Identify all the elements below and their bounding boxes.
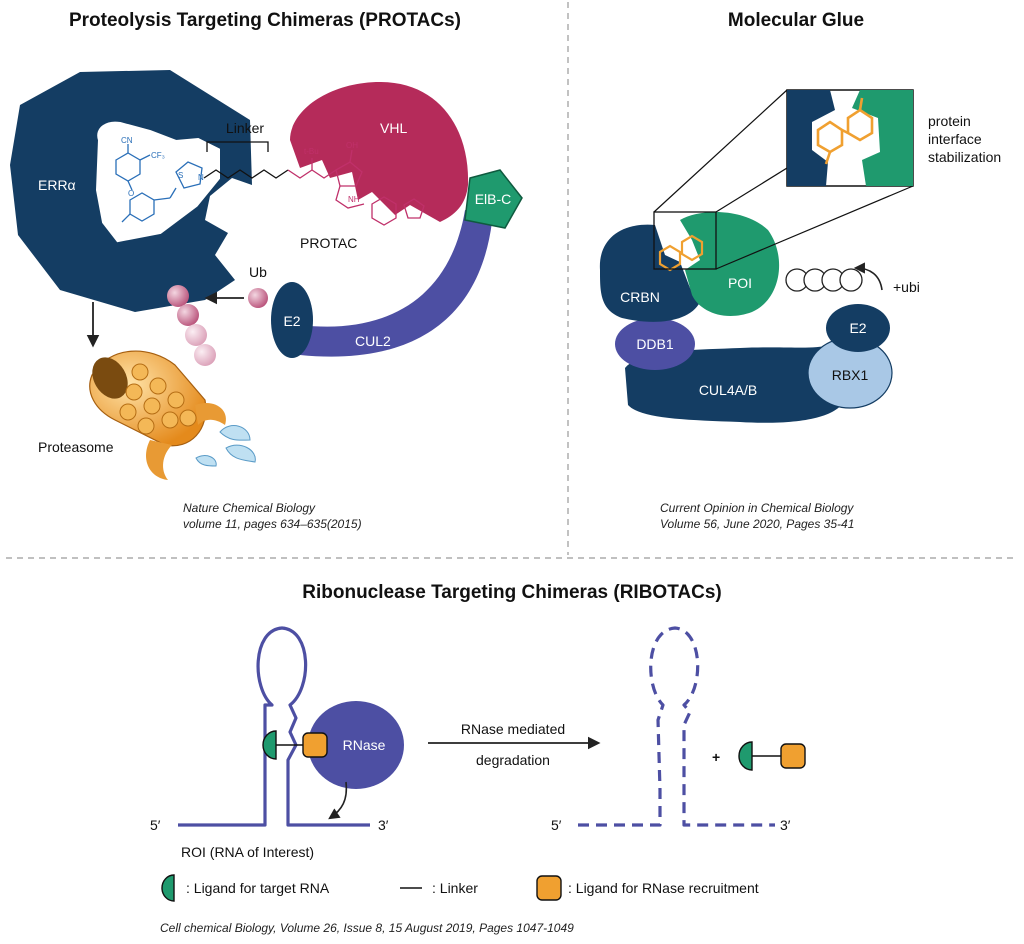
ribotacs-title: Ribonuclease Targeting Chimeras (RIBOTAC…	[302, 582, 721, 603]
crbn	[599, 224, 700, 322]
interface-line3: stabilization	[928, 149, 1001, 165]
elbc-label: ElB-C	[475, 191, 512, 207]
five-prime-left: 5′	[150, 817, 161, 833]
protac-ligand-structure	[115, 144, 177, 223]
ub-chain-2	[177, 304, 199, 326]
free-ligand-rnase	[780, 743, 806, 769]
chem-nh: NH	[348, 195, 360, 204]
cul4-label: CUL4A/B	[699, 382, 757, 398]
erra-label: ERRα	[38, 177, 76, 193]
zoom-box-small	[653, 211, 717, 270]
proteasome-label: Proteasome	[38, 439, 114, 455]
plus-sign: +	[712, 749, 720, 765]
proteasome	[89, 350, 226, 480]
fragment-2	[225, 444, 256, 463]
e2-protac	[271, 282, 313, 358]
bound-ligand-rnase	[302, 732, 328, 758]
protacs-ref-line2: volume 11, pages 634–635(2015)	[183, 517, 362, 531]
glue-ref-line1: Current Opinion in Chemical Biology	[660, 501, 854, 515]
chem-tbu: t-Bu	[304, 147, 319, 156]
legend-linker-text: : Linker	[432, 880, 478, 896]
chem-n: N	[198, 173, 204, 182]
e2-protac-label: E2	[283, 313, 300, 329]
protac-label: PROTAC	[300, 235, 357, 251]
protacs-ref-line1: Nature Chemical Biology	[183, 501, 316, 515]
roi-label: ROI (RNA of Interest)	[181, 844, 314, 860]
chem-cf3: CF₃	[151, 151, 165, 160]
ub-label: Ub	[249, 264, 267, 280]
chem-o: O	[128, 189, 134, 198]
bound-ligand-rna	[262, 730, 277, 760]
zoom-line-3	[715, 185, 914, 270]
ub-chain-3	[185, 324, 207, 346]
vhl-label: VHL	[380, 120, 407, 136]
fragment-1	[219, 425, 251, 441]
protacs-title: Proteolysis Targeting Chimeras (PROTACs)	[69, 10, 461, 31]
ub-chain-4	[194, 344, 216, 366]
chem-s: S	[178, 171, 183, 180]
fragment-3	[195, 455, 217, 467]
cul2-arc	[300, 210, 492, 357]
ribotacs-ref: Cell chemical Biology, Volume 26, Issue …	[160, 921, 574, 935]
elbc-pentagon	[464, 169, 523, 229]
arrow-label-1: RNase mediated	[461, 721, 565, 737]
legend-ligand-rna-text: : Ligand for target RNA	[186, 880, 330, 896]
rnase-label: RNase	[343, 737, 386, 753]
legend-ligand-rna-icon	[161, 874, 175, 902]
legend-ligand-rnase-icon	[536, 875, 562, 901]
interface-line2: interface	[928, 131, 982, 147]
rnase	[308, 701, 404, 789]
three-prime-left: 3′	[378, 817, 389, 833]
legend-ligand-rnase-text: : Ligand for RNase recruitment	[568, 880, 759, 896]
ub-chain-1	[167, 285, 189, 307]
zoom-line-1	[653, 89, 788, 213]
linker-label: Linker	[226, 120, 264, 136]
glue-ref-line2: Volume 56, June 2020, Pages 35-41	[660, 517, 854, 531]
ubi-circle-4	[839, 268, 863, 292]
ddb1-label: DDB1	[636, 336, 674, 352]
linker-chain	[203, 169, 289, 179]
rna-hairpin-left	[178, 626, 370, 827]
arrow-label-2: degradation	[476, 752, 550, 768]
ubi-label: +ubi	[893, 279, 920, 295]
vhl-shape	[290, 82, 469, 222]
linker-bracket	[206, 141, 269, 152]
chem-cn: CN	[121, 136, 133, 145]
thiazolidinedione	[175, 161, 203, 189]
ddb1	[615, 318, 695, 370]
rbx1-label: RBX1	[832, 367, 869, 383]
glue-panel: Molecular Glue CUL4A/B DDB1 RBX1 E2 CRBN…	[599, 10, 1001, 531]
glue-title: Molecular Glue	[728, 10, 864, 31]
vhl-ligand-structure	[287, 149, 425, 226]
poi	[680, 211, 780, 316]
ub-single	[248, 288, 268, 308]
rnase-cleave-arrow	[328, 781, 348, 820]
ribotacs-panel: Ribonuclease Targeting Chimeras (RIBOTAC…	[150, 582, 806, 935]
interface-line1: protein	[928, 113, 971, 129]
five-prime-right: 5′	[551, 817, 562, 833]
legend: : Ligand for target RNA : Linker : Ligan…	[161, 874, 759, 902]
cul2-label: CUL2	[355, 333, 391, 349]
free-ligand-rna	[738, 741, 753, 771]
crbn-label: CRBN	[620, 289, 660, 305]
glue-molecule-small	[658, 234, 704, 272]
poi-label: POI	[728, 275, 752, 291]
ubi-arrow	[853, 262, 883, 291]
zoom-box-large	[786, 89, 914, 187]
chem-oh: OH	[346, 141, 358, 150]
cul4-shape	[625, 345, 845, 423]
rna-hairpin-right	[578, 626, 775, 827]
e2-glue-label: E2	[849, 320, 866, 336]
protacs-panel: Proteolysis Targeting Chimeras (PROTACs)…	[10, 10, 523, 531]
e2-glue	[826, 304, 890, 352]
three-prime-right: 3′	[780, 817, 791, 833]
